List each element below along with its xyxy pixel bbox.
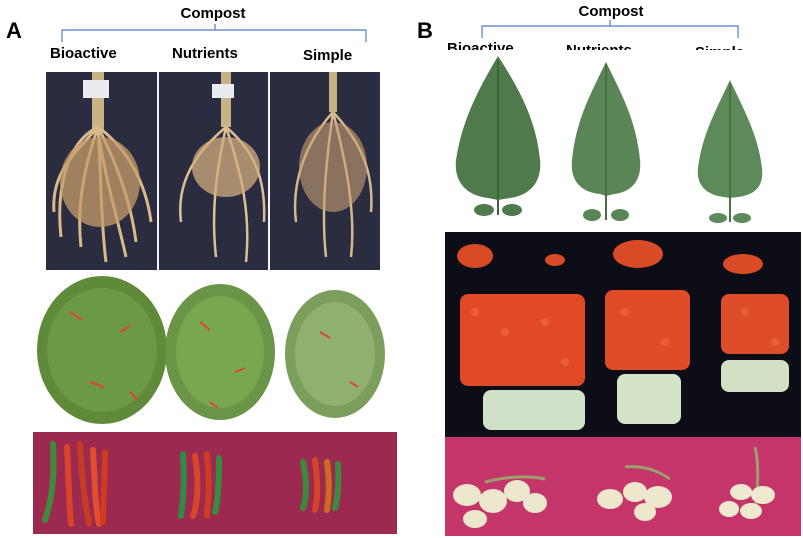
- red-fruits-bioactive: [460, 294, 585, 386]
- root-simple: [293, 72, 373, 258]
- panel-a-chili-piles: [30, 272, 390, 428]
- green-fruits-nutrients: [617, 374, 681, 424]
- red-fruits-simple: [721, 294, 789, 354]
- panel-a-chili-fruits: [33, 432, 397, 534]
- truss-simple: [719, 446, 775, 519]
- red-fruits-nutrients: [605, 290, 690, 370]
- truss-nutrients: [597, 465, 672, 521]
- panel-b-compost-header: Compost: [578, 3, 644, 20]
- green-fruits-simple: [721, 360, 789, 392]
- fruits-simple: [300, 457, 342, 513]
- root-bioactive: [52, 72, 153, 263]
- panel-a-label-simple: Simple: [303, 47, 353, 64]
- panel-b-compost-bracket: [481, 20, 739, 38]
- panel-a-label-nutrients: Nutrients: [172, 45, 238, 62]
- panel-a-label-bioactive: Bioactive: [50, 45, 117, 62]
- leaf-nutrients: [571, 62, 641, 221]
- truss-bioactive: [453, 475, 547, 528]
- panel-a-compost-bracket: [61, 24, 367, 42]
- leaf-bioactive: [455, 56, 541, 216]
- green-fruits-bioactive: [483, 390, 585, 430]
- panel-b-tomato-fruits: [445, 232, 801, 437]
- leaf-simple: [697, 80, 763, 223]
- root-nutrients: [178, 72, 266, 263]
- fruits-nutrients: [178, 451, 222, 519]
- panel-a-compost-header: Compost: [180, 5, 246, 22]
- panel-b-tomato-trusses: [445, 437, 801, 536]
- panel-a-letter: A: [6, 18, 22, 43]
- panel-b-tomato-leaves: [440, 50, 800, 230]
- panel-b-letter: B: [417, 18, 433, 43]
- panel-a-roots-photo: [46, 72, 380, 270]
- fruits-bioactive: [42, 441, 108, 527]
